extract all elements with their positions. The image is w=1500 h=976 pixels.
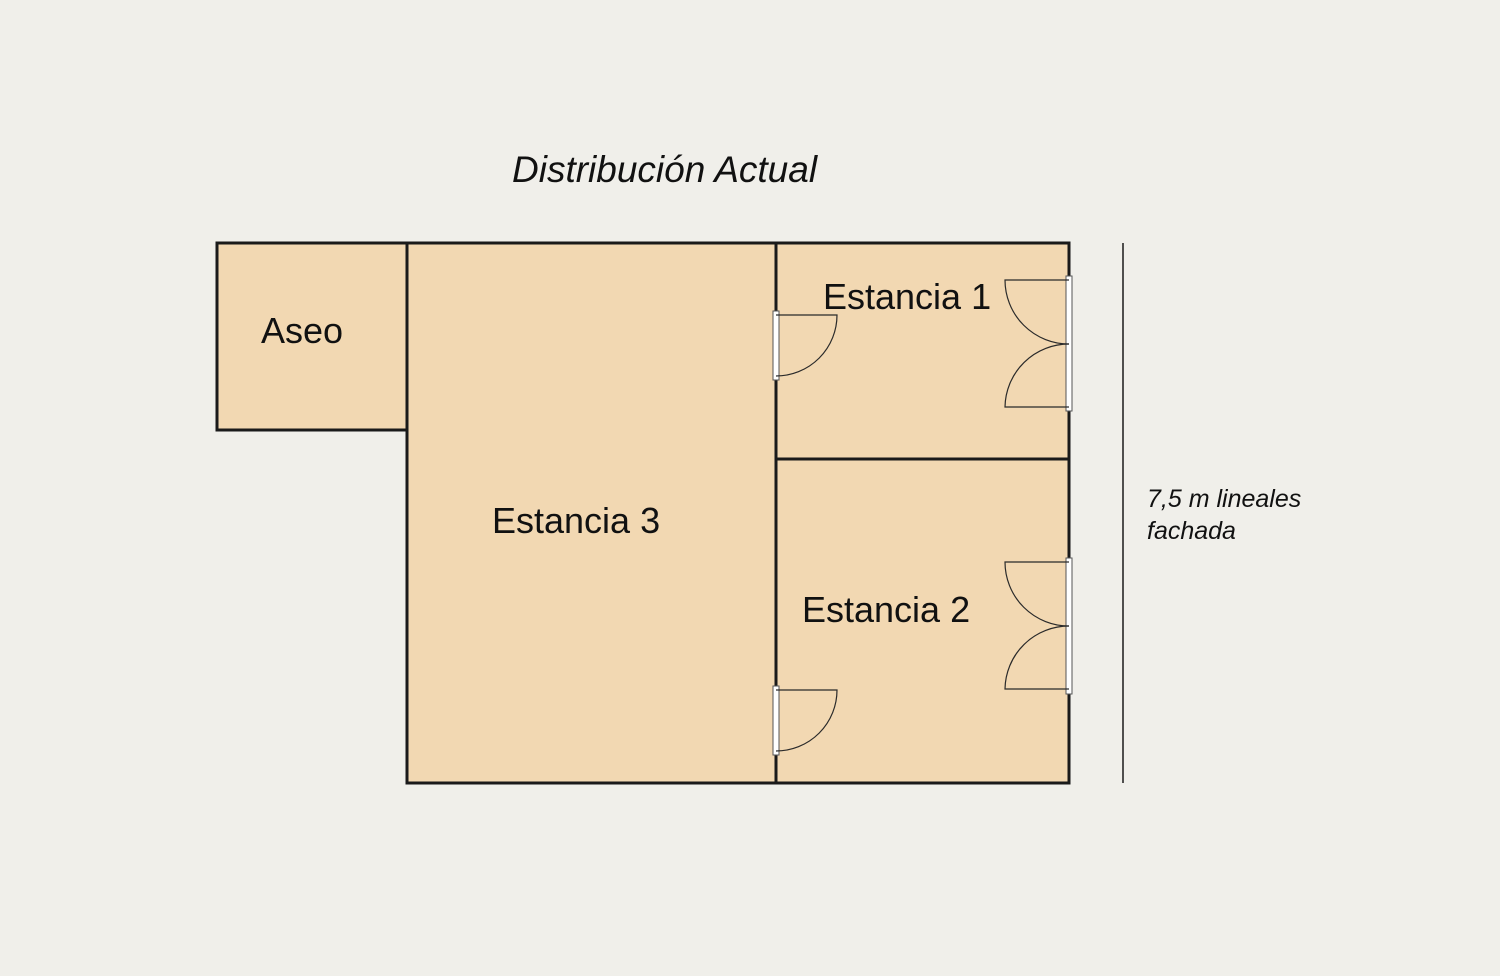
facade-door-estancia-2 (1004, 557, 1073, 695)
door-estancia-1 (772, 310, 838, 381)
room-label-estancia-2: Estancia 2 (802, 589, 970, 630)
facade-door-estancia-1 (1004, 275, 1073, 412)
room-label-aseo: Aseo (261, 310, 343, 351)
room-label-estancia-1: Estancia 1 (823, 276, 991, 317)
door-estancia-2 (772, 685, 838, 756)
facade-note-line-2: fachada (1147, 517, 1236, 545)
room-aseo (215, 241, 409, 432)
room-estancia-2 (774, 457, 1071, 785)
facade-note-line-1: 7,5 m lineales (1147, 485, 1301, 513)
plan-title: Distribución Actual (512, 149, 819, 190)
room-label-estancia-3: Estancia 3 (492, 500, 660, 541)
room-estancia-3 (405, 241, 778, 785)
